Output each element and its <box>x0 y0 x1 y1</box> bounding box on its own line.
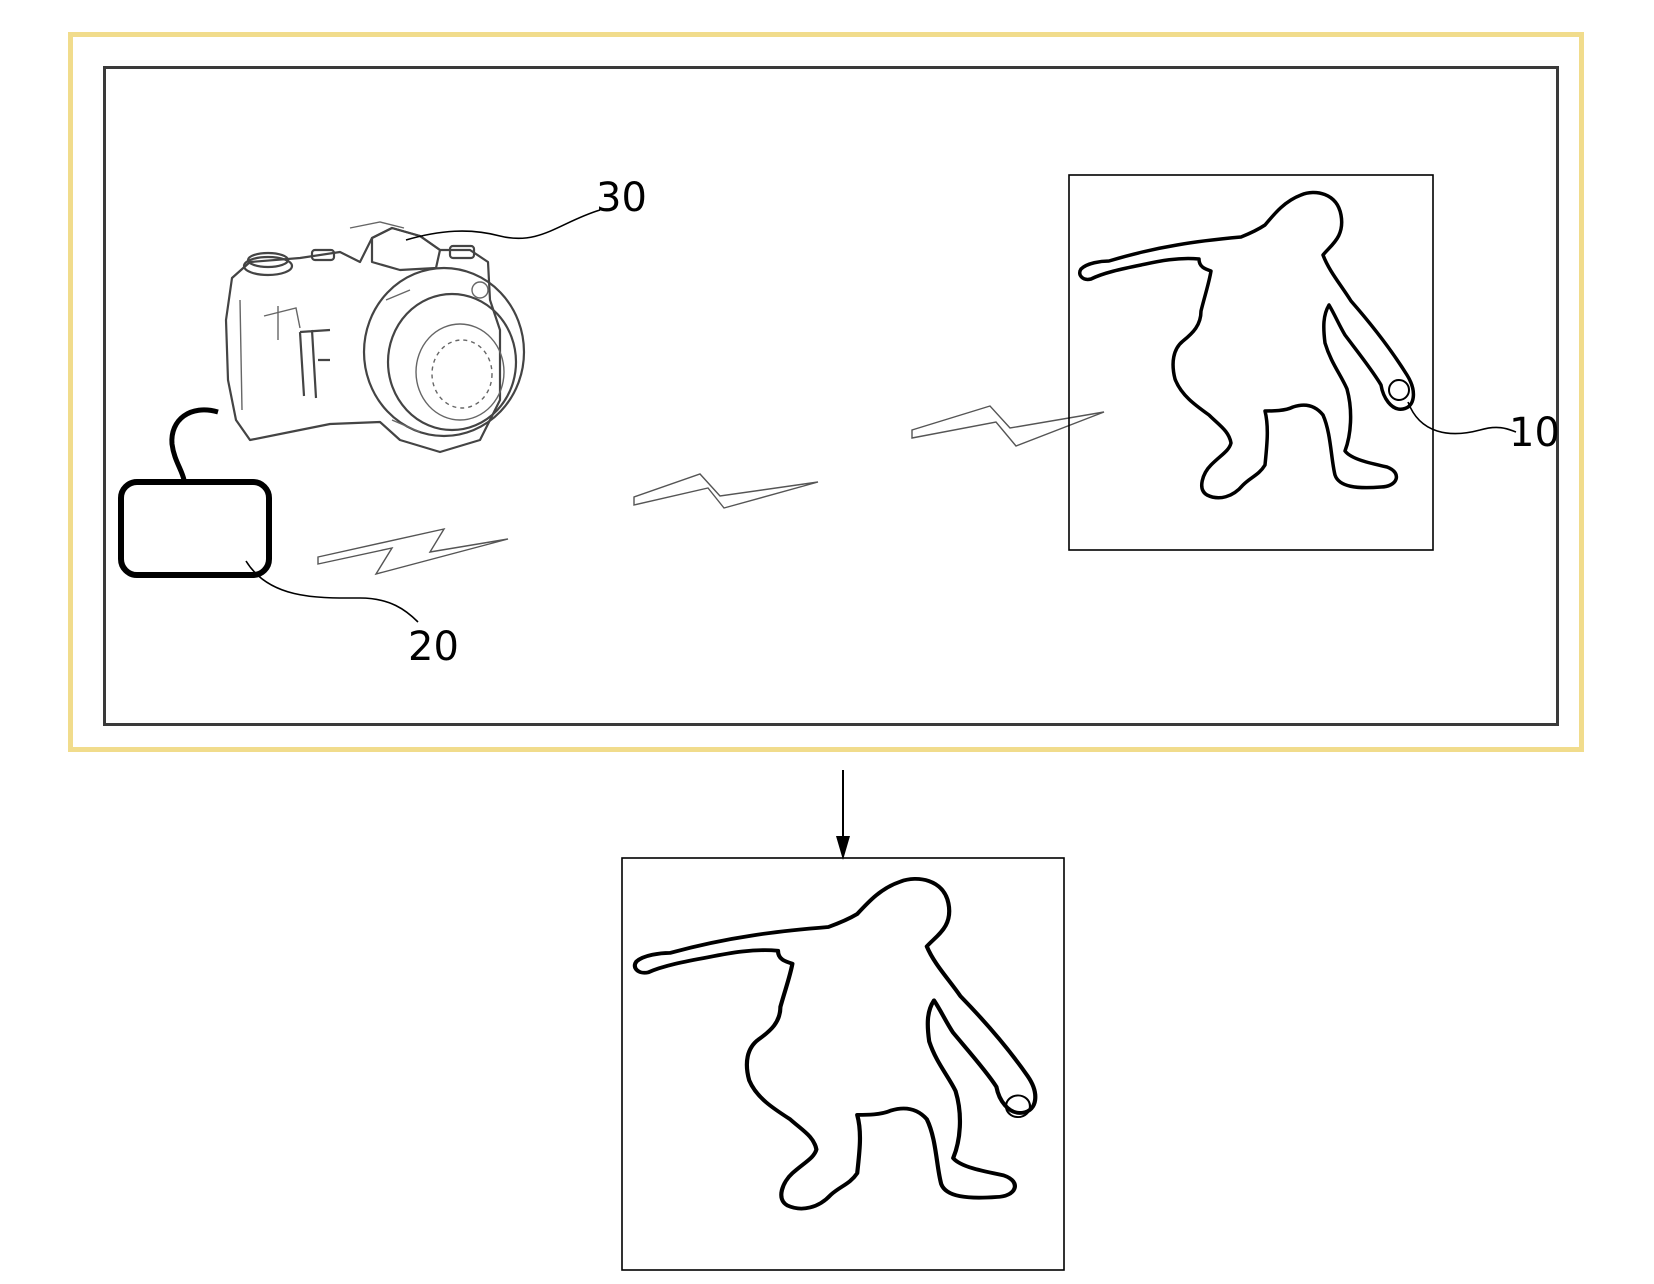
cable <box>172 410 218 480</box>
ref-label-30: 30 <box>596 175 647 221</box>
wireless-signal-icon <box>634 474 818 508</box>
leader-line-30 <box>406 210 600 240</box>
player-silhouette-icon <box>1080 192 1414 497</box>
wireless-signal-icon <box>318 529 508 574</box>
player-silhouette-icon <box>635 879 1035 1209</box>
camera-icon <box>226 222 524 452</box>
wireless-signal-icon <box>912 406 1104 446</box>
leader-line-10 <box>1408 402 1516 434</box>
ref-label-10: 10 <box>1509 410 1560 456</box>
ball-icon <box>1389 380 1409 400</box>
down-arrow-icon <box>836 836 850 860</box>
ref-label-20: 20 <box>408 624 459 670</box>
